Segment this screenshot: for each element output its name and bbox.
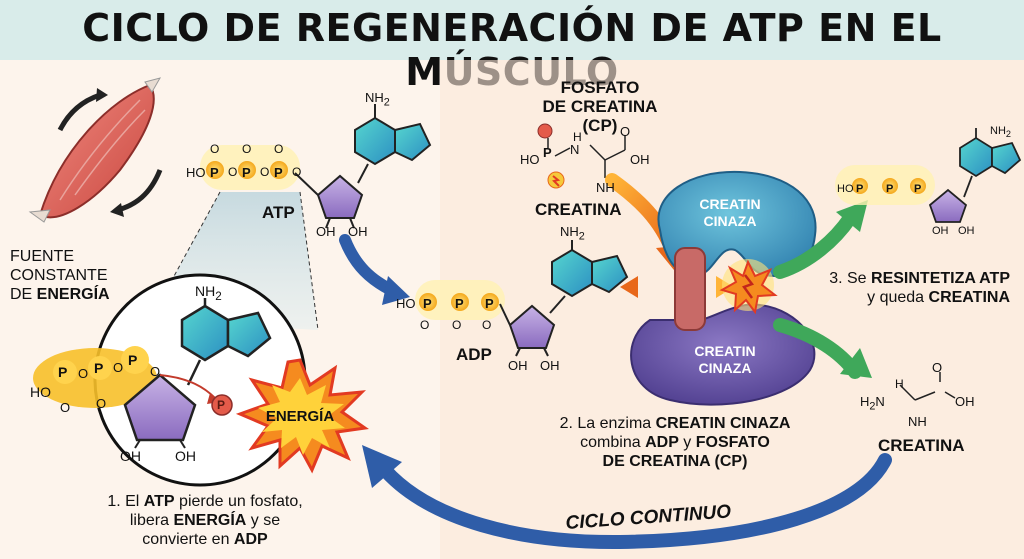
adp-oh-left: OH	[508, 358, 528, 373]
atp-ho: HO	[186, 165, 206, 180]
cp-h: H	[573, 130, 582, 144]
adp-o3: O	[482, 318, 492, 332]
zoomed-atp	[33, 298, 272, 449]
zoom-ho: HO	[30, 384, 51, 400]
zoom-p1: P	[58, 364, 68, 380]
enzyme-top-line1: CREATIN	[699, 196, 761, 212]
zoom-o2: O	[113, 360, 124, 375]
atp-o2: O	[260, 165, 270, 179]
adp-o2: O	[452, 318, 462, 332]
adp-label: ADP	[456, 345, 492, 364]
step1-text: 1. El ATP pierde un fosfato, libera ENER…	[107, 493, 303, 548]
cp-o: O	[620, 124, 631, 139]
atp-label: ATP	[262, 203, 295, 222]
ratp-p2: P	[886, 183, 894, 195]
atp-o3: O	[292, 165, 302, 179]
phosphocreatine-title: FOSFATO DE CREATINA (CP)	[525, 78, 675, 135]
atp-p3: P	[274, 165, 283, 180]
cp-oh: OH	[630, 152, 650, 167]
atp-phosphate-chain	[206, 161, 288, 179]
enzyme-bottom-line1: CREATIN	[694, 343, 756, 359]
zoom-p2: P	[94, 360, 104, 376]
atp-o-top3: O	[274, 142, 284, 156]
enzyme-top-label: CREATIN CINAZA	[680, 196, 780, 230]
creatin-kinase-enzyme-icon	[630, 170, 817, 406]
phosphate-tag-label: P	[217, 398, 226, 412]
ratp-oh-right: OH	[958, 225, 975, 237]
zoom-oh-right: OH	[175, 448, 196, 464]
ratp-ho: HO	[837, 183, 854, 195]
phosphocreatine-title-line2: DE CREATINA (CP)	[542, 97, 658, 135]
energy-burst-label: ENERGÍA	[265, 408, 335, 425]
continuous-cycle-arrow	[378, 453, 892, 550]
muscle-caption-bold: ENERGÍA	[36, 286, 110, 303]
atp-nh2: NH2	[365, 90, 390, 109]
muscle-caption-line1: FUENTE CONSTANTE	[10, 248, 108, 284]
atp-o1: O	[228, 165, 238, 179]
creatine-bottom-label: CREATINA	[878, 436, 965, 455]
phosphocreatine-structure	[537, 123, 626, 189]
cr-nh: NH	[908, 414, 927, 429]
adp-molecule	[415, 240, 629, 357]
cp-p: P	[543, 145, 552, 160]
phosphate-tag-icon	[211, 394, 233, 416]
adp-ho: HO	[396, 296, 416, 311]
enzyme-bottom-line2: CINAZA	[698, 360, 752, 376]
phosphocreatine-title-line1: FOSFATO	[560, 78, 640, 97]
zoom-line-right	[299, 191, 319, 331]
cr-o: O	[932, 360, 943, 375]
creatine-top-label: CREATINA	[535, 200, 622, 219]
cp-nh: NH	[596, 180, 615, 195]
enzyme-top-line2: CINAZA	[703, 213, 757, 229]
creatine-structure	[899, 372, 956, 401]
zoom-o3: O	[150, 364, 161, 379]
ratp-oh-left: OH	[932, 225, 949, 237]
adp-oh-right: OH	[540, 358, 560, 373]
adp-nh2: NH2	[560, 224, 585, 243]
zoomed-ribose-icon	[123, 373, 197, 442]
step2-text: 2. La enzima CREATIN CINAZA combina ADP …	[559, 415, 791, 470]
atp-o-top2: O	[242, 142, 252, 156]
ratp-p1: P	[856, 183, 864, 195]
zoom-nh2: NH2	[195, 283, 222, 303]
zoom-o-bottom1: O	[60, 400, 71, 415]
atp-oh-right: OH	[348, 224, 368, 239]
zoom-o-bottom2: O	[96, 396, 107, 411]
atp-p1: P	[210, 165, 219, 180]
zoom-p3: P	[128, 352, 138, 368]
adp-o1: O	[420, 318, 430, 332]
atp-adenine-icon	[354, 116, 396, 166]
zoom-oh-left: OH	[120, 448, 141, 464]
adp-p1: P	[423, 296, 432, 311]
atp-oh-left: OH	[316, 224, 336, 239]
adp-p2: P	[455, 296, 464, 311]
title-banner	[0, 0, 1024, 60]
cr-oh: OH	[955, 394, 975, 409]
muscle-caption-pre: DE	[10, 286, 37, 303]
cp-n: N	[570, 142, 580, 157]
enzyme-bottom-label: CREATIN CINAZA	[670, 343, 780, 377]
atp-ribose-icon	[316, 174, 364, 219]
zoom-o1: O	[78, 366, 89, 381]
atp-p2: P	[242, 165, 251, 180]
cr-h: H	[895, 377, 904, 391]
step3-text: 3. Se RESINTETIZA ATP y queda CREATINA	[829, 270, 1010, 306]
reaction-spark-icon	[719, 259, 778, 315]
adp-ribose-icon	[508, 304, 556, 349]
atp-molecule	[200, 104, 432, 229]
to-atp-green-arrow	[773, 211, 857, 279]
regenerated-atp-molecule	[835, 128, 1022, 223]
muscle-icon	[28, 77, 163, 223]
ratp-p3: P	[914, 183, 922, 195]
cr-h2n: H2N	[860, 394, 885, 413]
cp-ho: HO	[520, 152, 540, 167]
muscle-caption: FUENTE CONSTANTE DE ENERGÍA	[10, 247, 170, 304]
atp-o-top1: O	[210, 142, 220, 156]
adp-p3: P	[485, 296, 494, 311]
adp-phosphate-chain	[419, 293, 499, 311]
ratp-nh2: NH2	[990, 125, 1011, 140]
